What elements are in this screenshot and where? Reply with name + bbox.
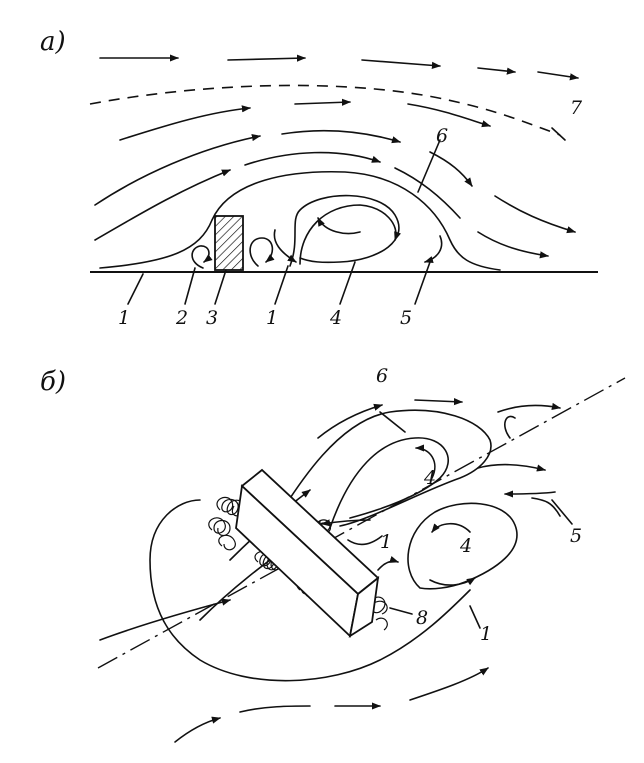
recirculation-arrow [321,519,371,527]
streamline [531,497,561,517]
streamline-arrow [414,398,463,406]
streamline-arrow [409,667,489,701]
label: 2 [175,307,188,329]
streamline-arrow [477,67,516,75]
panel-b: б) [40,365,626,743]
streamline-arrow [244,151,381,166]
streamline-arrow [377,556,399,571]
vortex-coil [218,534,236,551]
label: 1 [380,531,392,553]
recirculation-arrow [431,522,471,533]
streamline-arrow [361,59,441,69]
streamline-arrow [94,169,231,241]
label-7-leader [551,127,566,141]
dashed-boundary-line [89,84,561,136]
recirculation-bubble [289,194,400,267]
leader-6 [379,411,406,433]
label: 8 [416,607,428,629]
leader-1b [274,265,289,305]
label: 6 [436,125,448,147]
label: 1 [266,307,278,329]
panel-a: а) [40,27,598,329]
axis-line [97,377,626,669]
label: 4 [329,307,342,329]
leader-1-outer [469,605,481,629]
streamline-arrow [477,463,546,472]
streamline [394,167,461,219]
label-6-leader [417,139,441,193]
label: 5 [400,307,412,329]
leader-2 [184,267,196,305]
upper-bubble [329,437,450,529]
reverse-flow-arrow [504,490,556,498]
streamline-arrow [119,105,251,141]
front-eddy [191,245,213,269]
streamline-arrow [494,195,576,234]
streamline-arrow [99,598,231,641]
separation-streamline [99,170,501,271]
vortex-coil [208,517,231,537]
streamline-arrow [281,129,401,144]
leader-4 [339,261,356,305]
outer-envelope [149,499,471,682]
recirculation-arrow [273,229,297,263]
label: 6 [376,365,388,387]
label: 3 [206,307,218,329]
leader-5 [551,499,573,525]
leader-5 [414,261,431,305]
leader-8 [389,607,413,615]
label: 1 [118,307,130,329]
streamline-arrow [407,103,491,128]
streamline-arrow [294,98,351,106]
streamline-arrow [429,151,473,187]
streamline-arrow [497,402,561,413]
block-end-face [348,575,380,638]
streamline [239,705,311,713]
leader-1 [127,273,144,305]
streamline-arrow [94,134,261,206]
leader-1-inner [347,535,383,546]
label: 4 [423,467,436,489]
rear-eddy [249,237,275,267]
panel-b-label: б) [40,367,66,397]
streamline-arrow [317,403,383,439]
leader-3 [214,269,227,305]
panel-a-label: а) [40,27,66,57]
recirculation-arrow [317,217,361,235]
label: 4 [459,535,472,557]
reverse-flow-arrow [424,235,443,264]
streamline-arrow [537,71,579,81]
recirculation-arrow [415,444,436,479]
label: 7 [570,97,583,119]
streamline-arrow [477,231,549,259]
label: 5 [570,525,582,547]
streamline-arrow [174,716,221,743]
recirculation-arrow [429,577,476,586]
obstacle-block [214,215,244,271]
label: 1 [480,623,492,645]
vortex-coil [375,617,388,631]
streamline-arrow [227,54,306,62]
upper-separation [269,409,492,531]
streamline [504,415,516,439]
recirculation-arrow [299,204,401,265]
